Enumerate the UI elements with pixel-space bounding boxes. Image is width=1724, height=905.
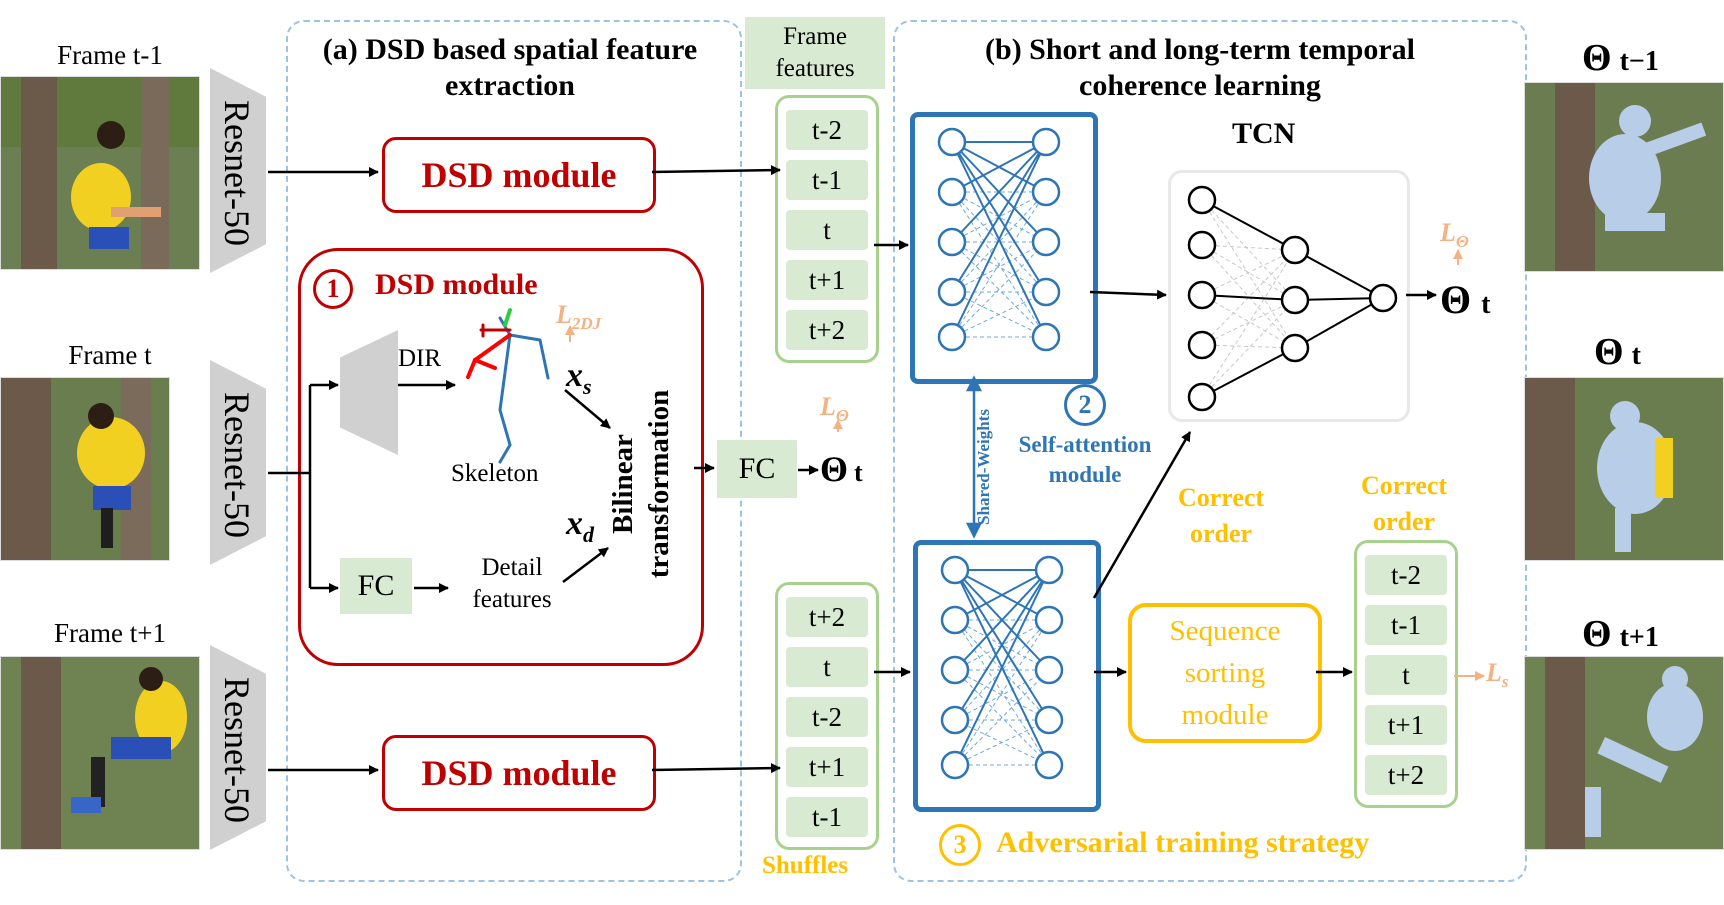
shuffles-label: Shuffles [762, 852, 849, 879]
dsd-detail-box [298, 248, 704, 666]
resnet-next-label: Resnet-50 [217, 677, 257, 823]
self-attention-bottom [913, 540, 1101, 812]
tcn-label: TCN [1232, 117, 1296, 150]
sorted-feature-cell: t+2 [1365, 755, 1447, 795]
loss-theta-a: LΘ [820, 392, 849, 426]
resnet-cur [210, 360, 266, 565]
shared-weights-label: Shared-Weights [974, 409, 993, 525]
dir-label: DIR [398, 345, 442, 372]
ordered-features-column: t-2 t-1 t t+1 t+2 [775, 95, 879, 363]
sequence-sorting-label: Sequence sorting module [1169, 615, 1281, 731]
shuffled-feature-cell: t+1 [786, 747, 868, 787]
loss-theta-b: LΘ [1440, 218, 1469, 252]
resnet-cur-label: Resnet-50 [217, 392, 257, 538]
skeleton-label: Skeleton [451, 460, 539, 487]
dsd-module-bottom-label: DSD module [421, 753, 617, 793]
output-cur-mesh [1524, 377, 1724, 561]
adversarial-number-badge: 3 [939, 824, 981, 866]
section-b-title: (b) Short and long-term temporal coheren… [985, 33, 1415, 102]
ordered-feature-cell: t+2 [786, 310, 868, 350]
frame-features-title: Frame features [745, 17, 885, 89]
shuffled-feature-cell: t-2 [786, 697, 868, 737]
tcn-box [1168, 170, 1410, 422]
frame-prev-photo [0, 76, 200, 270]
frame-next-photo [0, 656, 200, 850]
shuffled-features-column: t+2 t t-2 t+1 t-1 [775, 582, 879, 850]
frame-prev-label: Frame t-1 [57, 40, 163, 70]
ordered-feature-cell: t-1 [786, 160, 868, 200]
frame-cur-label: Frame t [68, 340, 152, 370]
bilinear-transformation: Bilinear transformation [607, 389, 675, 579]
resnet-next [210, 645, 266, 850]
resnet-prev [210, 68, 266, 273]
dsd-module-bottom: DSD module [382, 735, 656, 811]
dsd-fc-box: FC [340, 558, 412, 614]
sorted-feature-cell: t-1 [1365, 605, 1447, 645]
ordered-feature-cell: t+1 [786, 260, 868, 300]
self-attention-label: Self-attention module [1018, 432, 1152, 487]
ordered-feature-cell: t-2 [786, 110, 868, 150]
dsd-module-top: DSD module [382, 137, 656, 213]
shuffled-feature-cell: t [786, 647, 868, 687]
sorted-feature-cell: t+1 [1365, 705, 1447, 745]
sorted-feature-cell: t [1365, 655, 1447, 695]
fc-output-box: FC [717, 440, 797, 498]
shuffled-feature-cell: t+2 [786, 597, 868, 637]
dsd-number-badge: 1 [313, 269, 353, 309]
correct-order-label-mid: Correct order [1177, 483, 1265, 548]
loss-s: Ls [1486, 658, 1509, 692]
attention-number-badge: 2 [1064, 384, 1106, 426]
dsd-module-top-label: DSD module [421, 155, 617, 195]
sorted-feature-cell: t-2 [1365, 555, 1447, 595]
adversarial-label: Adversarial training strategy [996, 826, 1370, 859]
correct-order-label-right: Correct order [1360, 471, 1448, 536]
sorted-features-column: t-2 t-1 t t+1 t+2 [1354, 540, 1458, 808]
section-a-title: (a) DSD based spatial feature extraction [322, 33, 698, 102]
xs-label: xs [566, 357, 592, 399]
output-prev-mesh [1524, 82, 1724, 272]
frame-next-label: Frame t+1 [54, 618, 166, 648]
resnet-prev-label: Resnet-50 [217, 100, 257, 246]
ordered-feature-cell: t [786, 210, 868, 250]
frame-cur-photo [0, 377, 170, 561]
self-attention-top [910, 112, 1098, 384]
shuffled-feature-cell: t-1 [786, 797, 868, 837]
xd-label: xd [566, 505, 594, 547]
loss-2dj: L2DJ [556, 300, 602, 334]
detail-features-label: Detail features [472, 554, 552, 613]
output-next-mesh [1524, 656, 1724, 850]
dsd-detail-title: DSD module [375, 268, 538, 301]
